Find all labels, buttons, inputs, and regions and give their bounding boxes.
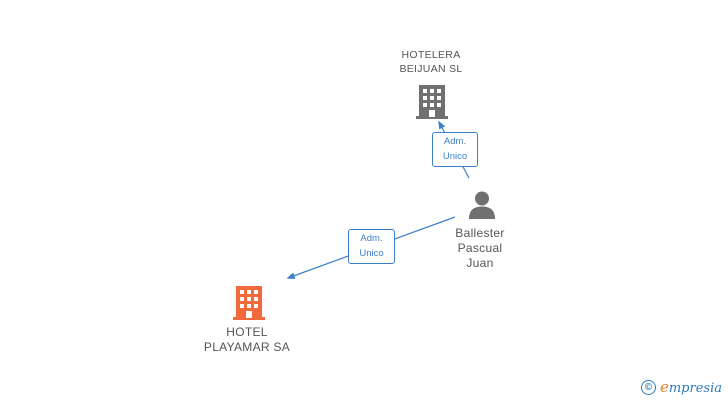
company-name-line-2: BEIJUAN SL (399, 63, 463, 75)
empresia-logo-first-letter: e (659, 378, 669, 396)
edge-label-line-1: Adm. (360, 233, 383, 244)
edge-label-adm-unico-hotelera[interactable]: Adm. Unico (432, 132, 478, 167)
company-name-line-2: PLAYAMAR SA (203, 340, 291, 354)
edge-label-line-2: Unico (359, 248, 384, 259)
empresia-logo-rest: mpresia (668, 381, 722, 396)
company-label-hotelera-beijuan[interactable]: HOTELERA BEIJUAN SL (372, 48, 490, 76)
person-name-line-2: Pascual (457, 241, 503, 255)
edge-label-line-1: Adm. (443, 136, 467, 147)
empresia-logo: empresia (660, 378, 722, 396)
building-icon[interactable] (233, 285, 265, 321)
edge-label-line-2: Unico (442, 151, 468, 162)
person-name-line-3: Juan (466, 256, 494, 270)
edge-label-adm-unico-playamar[interactable]: Adm. Unico (348, 229, 395, 264)
person-label-ballester-pascual-juan[interactable]: Ballester Pascual Juan (436, 226, 524, 271)
person-icon[interactable] (467, 190, 497, 220)
copyright-icon: © (640, 379, 656, 395)
person-name-line-1: Ballester (455, 226, 505, 240)
building-icon[interactable] (416, 84, 448, 120)
company-label-hotel-playamar[interactable]: HOTEL PLAYAMAR SA (187, 325, 307, 355)
company-name-line-1: HOTEL (226, 325, 268, 339)
company-name-line-1: HOTELERA (401, 49, 461, 61)
empresia-watermark: © empresia (640, 378, 722, 396)
